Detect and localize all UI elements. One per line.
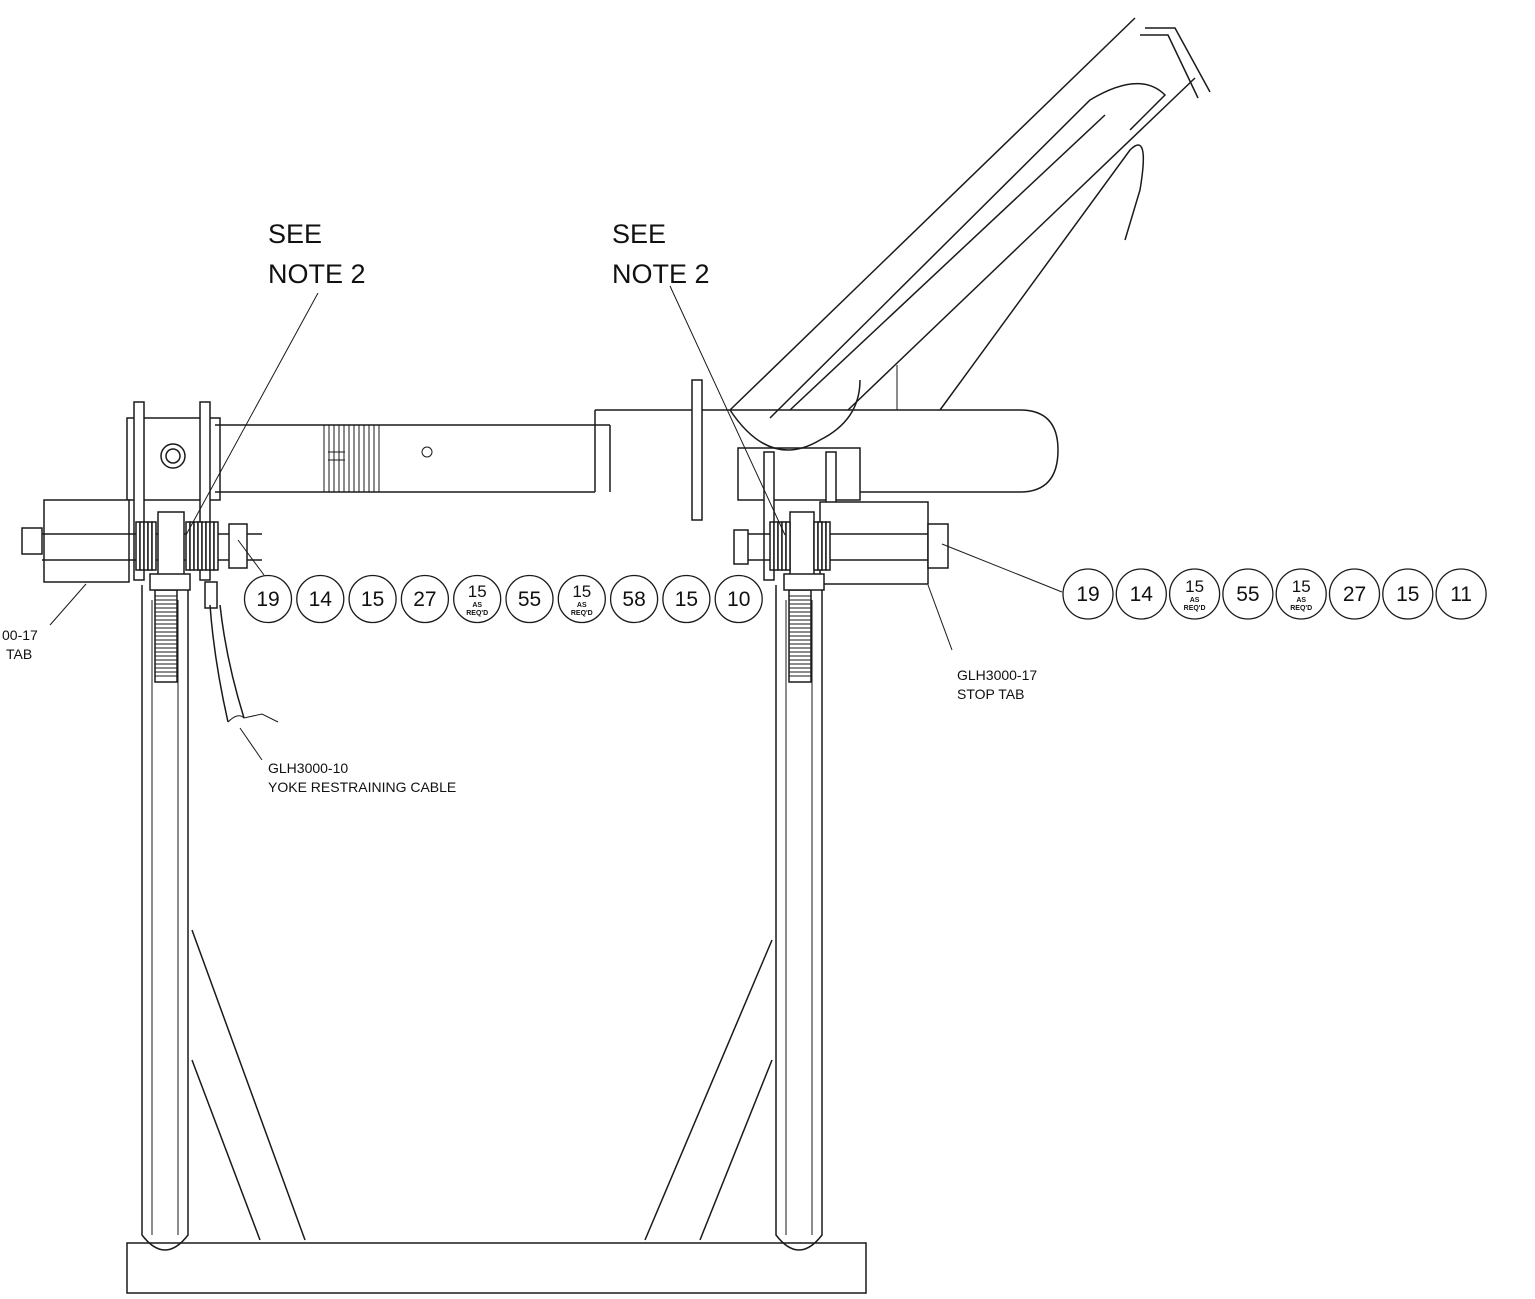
- left-stop-tab-line1: 00-17: [2, 627, 38, 643]
- balloon-number: 55: [1236, 583, 1259, 606]
- label-left-stop-tab: 00-17 TAB: [2, 627, 38, 662]
- balloon-callout: 19: [243, 574, 293, 624]
- balloon-number: 11: [1450, 583, 1472, 606]
- balloon-number: 27: [413, 588, 436, 611]
- main-tube: [215, 379, 1059, 521]
- cable-line2: YOKE RESTRAINING CABLE: [268, 779, 456, 795]
- right-yoke: [733, 447, 949, 591]
- balloon-number: 14: [309, 588, 333, 611]
- balloon-circle: [1382, 568, 1434, 620]
- handle-arm: [729, 17, 1211, 451]
- frame-braces: [191, 929, 773, 1241]
- balloon-callout: 15: [1382, 568, 1434, 620]
- balloon-callout: 10: [714, 574, 763, 624]
- label-right-stop-tab: GLH3000-17 STOP TAB: [957, 667, 1037, 702]
- balloon-qty-note: AS: [577, 602, 587, 609]
- balloon-circle: [296, 574, 345, 624]
- balloon-number: 15: [1292, 577, 1311, 596]
- balloon-qty-note: REQ'D: [571, 610, 593, 617]
- note-left: SEE NOTE 2: [268, 219, 366, 289]
- balloon-callout: 55: [1222, 568, 1274, 620]
- balloon-callout: 19: [1062, 568, 1114, 620]
- balloon-qty-note: AS: [1190, 597, 1200, 604]
- balloon-qty-note: REQ'D: [466, 610, 488, 617]
- left-washer-stack: [135, 521, 219, 571]
- note-right: SEE NOTE 2: [612, 219, 710, 289]
- balloon-circle: [662, 574, 711, 624]
- balloon-circle: [505, 574, 554, 624]
- washer: [785, 521, 791, 571]
- stud-threads: [155, 595, 811, 677]
- left-stop-tab-line2: TAB: [6, 646, 32, 662]
- restraining-cable: [209, 604, 279, 723]
- washer: [213, 521, 219, 571]
- tube-threads: [323, 425, 380, 492]
- balloon-qty-note: REQ'D: [1290, 605, 1312, 612]
- balloon-number: 58: [622, 588, 645, 611]
- balloon-circle: [1168, 568, 1221, 620]
- balloon-circle: [1222, 568, 1274, 620]
- right-stop-tab-line2: STOP TAB: [957, 686, 1024, 702]
- balloon-callout: 55: [505, 574, 554, 624]
- leader-lines: [49, 285, 1063, 761]
- balloon-callout: 58: [609, 574, 659, 624]
- balloon-number: 15: [675, 588, 698, 611]
- balloon-number: 15: [1396, 583, 1419, 606]
- right-washer-stack: [769, 521, 831, 571]
- balloon-qty-note: REQ'D: [1184, 605, 1206, 612]
- balloon-circle: [1115, 568, 1167, 620]
- balloon-circle: [1435, 568, 1487, 620]
- balloon-circle: [714, 574, 763, 624]
- balloon-callout: 15: [348, 574, 397, 624]
- cable-line1: GLH3000-10: [268, 760, 348, 776]
- balloon-number: 10: [727, 588, 750, 611]
- balloon-number: 15: [572, 582, 591, 601]
- right-stop-tab-line1: GLH3000-17: [957, 667, 1037, 683]
- balloon-number: 19: [1076, 583, 1099, 606]
- balloon-circle: [348, 574, 397, 624]
- balloon-callout: 27: [1328, 568, 1381, 620]
- balloon-circle: [1062, 568, 1114, 620]
- balloon-number: 19: [256, 588, 279, 611]
- balloon-qty-note: AS: [1296, 597, 1306, 604]
- balloon-callout: 11: [1435, 568, 1487, 620]
- balloon-circle: [1275, 568, 1327, 620]
- balloon-number: 15: [468, 582, 487, 601]
- balloon-circle: [400, 574, 450, 624]
- balloon-circle: [609, 574, 659, 624]
- left-yoke: [21, 401, 262, 609]
- note-right-line1: SEE: [612, 219, 666, 249]
- balloon-qty-note: AS: [472, 602, 482, 609]
- washer: [825, 521, 831, 571]
- balloon-callout: 27: [400, 574, 450, 624]
- balloon-number: 15: [361, 588, 384, 611]
- balloon-callout: 15: [662, 574, 711, 624]
- note-left-line2: NOTE 2: [268, 259, 366, 289]
- balloon-number: 15: [1185, 577, 1204, 596]
- balloon-number: 27: [1343, 583, 1366, 606]
- balloon-number: 14: [1130, 583, 1154, 606]
- balloon-circle: [557, 574, 606, 624]
- washer: [151, 521, 157, 571]
- base-plate: [126, 1242, 867, 1294]
- balloon-circle: [243, 574, 293, 624]
- balloon-callout: 14: [1115, 568, 1167, 620]
- balloon-circle: [453, 574, 502, 624]
- balloon-number: 55: [518, 588, 541, 611]
- balloon-callout: 14: [296, 574, 345, 624]
- note-right-line2: NOTE 2: [612, 259, 710, 289]
- frame-legs: [141, 585, 823, 1251]
- label-cable: GLH3000-10 YOKE RESTRAINING CABLE: [268, 760, 456, 795]
- balloon-circle: [1328, 568, 1381, 620]
- note-left-line1: SEE: [268, 219, 322, 249]
